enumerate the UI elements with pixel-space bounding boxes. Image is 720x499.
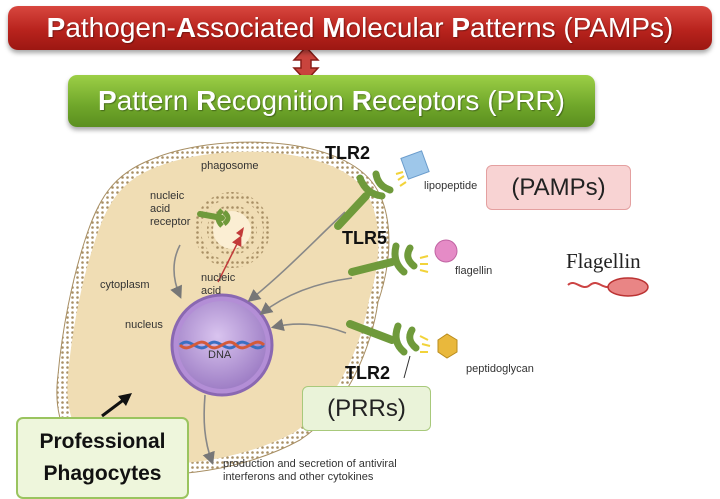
nucleic-acid-receptor-label: nucleic acid receptor <box>150 190 190 229</box>
pamps-banner: Pathogen-Associated Molecular Patterns (… <box>8 6 712 50</box>
label-line: acid <box>150 203 171 215</box>
flagellin-bacterium-icon <box>567 277 649 297</box>
nucleic-acid-receptor-icon <box>197 208 231 228</box>
banner-letter: M <box>322 12 346 43</box>
callout-line: Phagocytes <box>43 462 162 485</box>
banner-text: olecular <box>345 12 452 43</box>
tlr2-top-label: TLR2 <box>325 143 370 163</box>
lipopeptide-label: lipopeptide <box>424 180 478 192</box>
banner-letter: P <box>46 12 66 43</box>
label-line: nucleic <box>150 190 185 202</box>
label-line: nucleic <box>201 272 236 284</box>
banner-letter: R <box>196 85 217 116</box>
banner-text: eceptors (PRR) <box>372 85 565 116</box>
banner-text: athogen- <box>65 12 176 43</box>
callout-line: Professional <box>39 430 166 453</box>
banner-letter: A <box>175 12 197 43</box>
dna-label: DNA <box>208 349 232 361</box>
prr-banner: Pattern Recognition Receptors (PRR) <box>68 75 595 127</box>
banner-letter: P <box>98 85 117 116</box>
nucleus <box>170 293 274 397</box>
professional-phagocytes-callout: Professional Phagocytes <box>16 417 189 499</box>
peptidoglycan-icon <box>419 333 458 359</box>
flagellin-title: Flagellin <box>566 249 641 273</box>
banner-text: ssociated <box>196 12 323 43</box>
tlr2-bottom-receptor-icon <box>346 320 420 379</box>
banner-letter: P <box>451 12 471 43</box>
flagellin-molecule-icon <box>419 239 458 273</box>
tlr5-receptor-icon <box>348 242 418 276</box>
cytokine-output-text: production and secretion of antiviral in… <box>223 458 397 484</box>
banner-letter: R <box>351 85 373 116</box>
label-line: acid <box>201 285 222 297</box>
pointer-arrow-icon <box>101 393 132 418</box>
peptidoglycan-label: peptidoglycan <box>466 363 534 375</box>
tlr5-label: TLR5 <box>342 228 387 248</box>
lipopeptide-icon <box>395 150 430 187</box>
phagosome <box>194 192 270 268</box>
banner-text: attern <box>116 85 197 116</box>
nucleus-label: nucleus <box>125 319 163 331</box>
tlr2-bottom-label: TLR2 <box>345 363 390 383</box>
phagosome-label: phagosome <box>201 160 259 172</box>
nucleic-acid-label: nucleic acid <box>201 272 235 298</box>
flagellin-label: flagellin <box>455 265 493 277</box>
banner-text: atterns (PAMPs) <box>470 12 674 43</box>
banner-text: ecognition <box>216 85 352 116</box>
tlr2-top-receptor-icon <box>334 170 394 230</box>
label-line: receptor <box>150 216 191 228</box>
pamps-callout: (PAMPs) <box>486 165 631 210</box>
signal-arrows <box>170 211 353 466</box>
output-line: interferons and other cytokines <box>223 471 374 483</box>
cytoplasm-label: cytoplasm <box>100 279 150 291</box>
prrs-callout: (PRRs) <box>302 386 431 431</box>
nucleic-acid-pointer <box>217 235 242 283</box>
output-line: production and secretion of antiviral <box>223 458 397 470</box>
